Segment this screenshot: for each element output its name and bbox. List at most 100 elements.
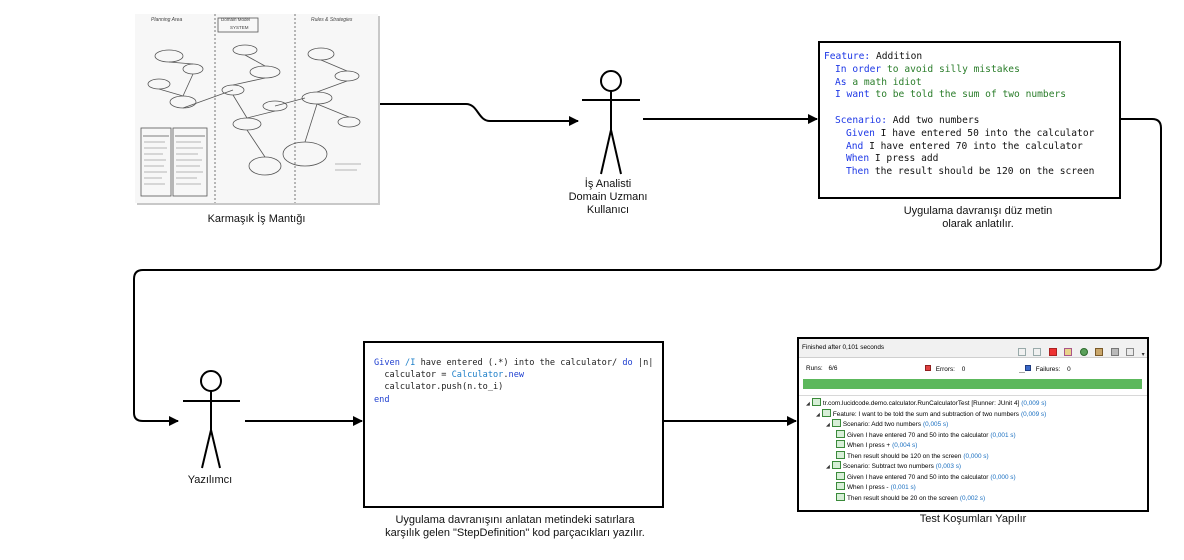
- business-logic-sketch: Planning Area Domain Model SYSTEM Rules …: [135, 14, 378, 203]
- test-suite-icon: [811, 398, 821, 406]
- behavior-text-line-1: Uygulama davranışı düz metin: [903, 205, 1053, 217]
- sketch-heading-rules: Rules & Strategies: [311, 17, 353, 23]
- tree-node[interactable]: ◢Scenario: Add two numbers(0,005 s): [826, 419, 948, 429]
- sketch-heading-domain: Domain Model: [221, 17, 251, 22]
- tree-node-label: Given I have entered 70 and 50 into the …: [847, 431, 989, 439]
- gherkin-text: ​Feature: Addition​In order to avoid sil…: [824, 51, 1094, 179]
- test-group-icon: [831, 461, 841, 469]
- expand-triangle-icon[interactable]: ◢: [826, 422, 830, 428]
- tree-node[interactable]: ◢Scenario: Subtract two numbers(0,003 s): [826, 461, 961, 471]
- tree-node-time: (0,000 s): [990, 473, 1016, 481]
- sketch-drawing: [140, 14, 361, 203]
- test-runs-caption: Test Koşumları Yapılır: [919, 513, 1027, 525]
- tree-node[interactable]: Given I have entered 70 and 50 into the …: [836, 429, 1016, 440]
- runner-status-bar: Finished after 0,101 seconds ▾ —: [799, 339, 1147, 376]
- gherkin-text-run: Addition: [870, 51, 923, 62]
- stepdef-caption-line-1: Uygulama davranışını anlatan metindeki s…: [395, 514, 635, 526]
- test-step-icon: [836, 482, 845, 490]
- test-step-icon: [836, 471, 845, 480]
- gherkin-line: ​Then the result should be 120 on the sc…: [824, 166, 1094, 179]
- complex-logic-caption: Karmaşık İş Mantığı: [207, 213, 306, 225]
- tree-node-time: (0,009 s): [1021, 400, 1047, 407]
- tree-node-label: tr.com.lucidcode.demo.calculator.RunCalc…: [822, 400, 1020, 407]
- tree-node[interactable]: Then result should be 20 on the screen(0…: [836, 492, 986, 503]
- tree-node-label: Given I have entered 70 and 50 into the …: [847, 473, 989, 481]
- expand-triangle-icon[interactable]: ◢: [826, 464, 830, 470]
- code-token: calculator =: [374, 370, 452, 381]
- errors-icon: [925, 365, 931, 371]
- previous-failure-icon[interactable]: [1033, 347, 1042, 356]
- behavior-text-line-2: olarak anlatılır.: [942, 218, 1014, 230]
- gherkin-text-run: I have entered 50 into the calculator: [874, 127, 1095, 139]
- tree-node-time: (0,002 s): [959, 494, 986, 502]
- code-line: calculator.push(n.to_i): [374, 381, 653, 393]
- view-menu-icon[interactable]: ▾: [1141, 352, 1145, 358]
- code-token: have entered (.*) into the calculator/: [420, 358, 623, 368]
- step-definition-code: Given /I have entered (.*) into the calc…: [374, 357, 653, 406]
- code-token: .: [503, 370, 509, 381]
- failures-counter: Failures: 0: [1025, 365, 1071, 373]
- gherkin-line: ​As a math idiot: [824, 77, 1094, 90]
- gherkin-keyword: Feature:: [824, 51, 871, 62]
- rerun-failed-icon[interactable]: [1095, 347, 1104, 356]
- tree-node[interactable]: Then result should be 120 on the screen(…: [836, 450, 989, 461]
- history-icon[interactable]: [1126, 347, 1135, 356]
- gherkin-text-run: to be told the sum of two numbers: [869, 89, 1067, 101]
- tree-node[interactable]: When I press +(0,004 s): [836, 440, 917, 450]
- test-step-icon: [836, 429, 845, 438]
- failures-icon: [1025, 365, 1031, 371]
- tree-node-label: Scenario: Add two numbers: [842, 421, 922, 428]
- gherkin-line: ​Scenario: Add two numbers: [824, 115, 1094, 128]
- gherkin-line: ​Feature: Addition: [824, 51, 1094, 64]
- analyst-figure: [582, 70, 640, 175]
- tree-node-label: When I press +: [847, 442, 891, 449]
- code-line: end: [374, 394, 653, 406]
- code-token: new: [508, 370, 525, 381]
- tree-node[interactable]: When I press -(0,001 s): [836, 482, 916, 492]
- gherkin-line: ​Given I have entered 50 into the calcul…: [824, 128, 1094, 141]
- minimize-icon[interactable]: —: [1019, 370, 1025, 376]
- scroll-lock-icon[interactable]: [1064, 347, 1073, 356]
- expand-triangle-icon[interactable]: ◢: [806, 401, 810, 407]
- arrow-gherkin-to-developer: [133, 118, 1162, 426]
- sketch-system-label: SYSTEM: [230, 25, 249, 30]
- errors-label: Errors:: [935, 366, 955, 373]
- analyst-role-2: Domain Uzmanı: [568, 191, 648, 203]
- tree-node[interactable]: ◢Feature: I want to be told the sum and …: [816, 408, 1047, 419]
- runs-value: 6/6: [828, 365, 838, 372]
- developer-caption: Yazılımcı: [187, 474, 233, 486]
- errors-value: 0: [961, 366, 966, 373]
- next-failure-icon[interactable]: [1018, 347, 1026, 356]
- tree-node[interactable]: Given I have entered 70 and 50 into the …: [836, 471, 1016, 482]
- tree-node-label: Scenario: Subtract two numbers: [842, 463, 934, 470]
- gherkin-keyword: Scenario:: [835, 114, 887, 126]
- test-results-tree: ◢tr.com.lucidcode.demo.calculator.RunCal…: [799, 395, 1147, 511]
- gherkin-feature-box: ​Feature: Addition​In order to avoid sil…: [818, 41, 1121, 199]
- rerun-icon[interactable]: [1079, 347, 1088, 356]
- gherkin-text-run: Add two numbers: [886, 114, 980, 126]
- tree-node[interactable]: ◢ tr.com.lucidcode.demo.calculator.RunCal…: [806, 398, 1047, 408]
- gherkin-text-run: the result should be 120 on the screen: [869, 166, 1095, 178]
- progress-bar-fill: [803, 379, 1142, 389]
- tree-node-time: (0,004 s): [892, 442, 918, 449]
- runner-toolbar: ▾ —: [1015, 343, 1147, 379]
- analyst-role-1: İş Analisti: [584, 178, 632, 190]
- tree-node-time: (0,000 s): [963, 452, 989, 460]
- code-line: Given /I have entered (.*) into the calc…: [374, 357, 653, 369]
- progress-track: [803, 379, 1142, 389]
- stop-icon[interactable]: [1110, 347, 1119, 356]
- gherkin-text-run: a math idiot: [846, 76, 922, 88]
- runner-counters: Runs: 6/6 Errors: 0 Failures: 0: [799, 358, 1147, 374]
- code-token: Given: [374, 358, 406, 368]
- code-token: end: [374, 394, 390, 405]
- show-failures-only-icon[interactable]: [1048, 347, 1057, 356]
- test-runner-panel: Finished after 0,101 seconds ▾ — Runs: 6…: [797, 337, 1149, 512]
- failures-label: Failures:: [1035, 366, 1061, 373]
- gherkin-keyword: I want: [835, 89, 870, 101]
- test-step-icon: [836, 440, 845, 448]
- gherkin-text-run: I press add: [869, 153, 939, 165]
- expand-triangle-icon[interactable]: ◢: [816, 411, 820, 418]
- tree-node-time: (0,009 s): [1021, 410, 1047, 418]
- gherkin-keyword: When: [846, 153, 870, 165]
- developer-figure: [183, 370, 240, 469]
